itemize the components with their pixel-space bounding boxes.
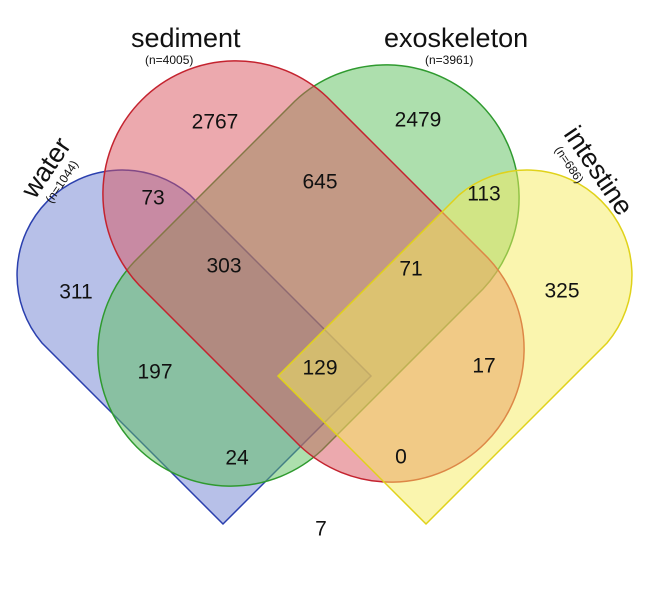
region-sediment-exoskeleton: 645 [302, 171, 337, 194]
region-water-exoskeleton: 197 [137, 361, 172, 384]
sediment-count: (n=4005) [145, 53, 193, 67]
region-intestine-only: 325 [544, 280, 579, 303]
region-water-sediment: 73 [141, 187, 164, 210]
region-exoskeleton-intestine: 113 [467, 183, 500, 206]
region-all-four: 129 [302, 357, 337, 380]
region-water-exoskeleton-intestine: 24 [225, 447, 249, 470]
region-sediment-exoskeleton-intestine: 71 [399, 258, 422, 281]
region-water-sediment-exoskeleton: 303 [206, 255, 241, 278]
region-sediment-intestine: 17 [472, 355, 495, 378]
region-water-sediment-intestine: 0 [395, 446, 407, 469]
region-water-intestine: 7 [315, 518, 327, 541]
exoskeleton-label: exoskeleton [384, 23, 528, 53]
region-exoskeleton-only: 2479 [395, 109, 442, 132]
sediment-label: sediment [131, 23, 241, 53]
exoskeleton-count: (n=3961) [425, 53, 473, 67]
intestine-set-shape [276, 169, 633, 526]
region-water-only: 311 [59, 281, 92, 304]
region-sediment-only: 2767 [192, 111, 239, 134]
